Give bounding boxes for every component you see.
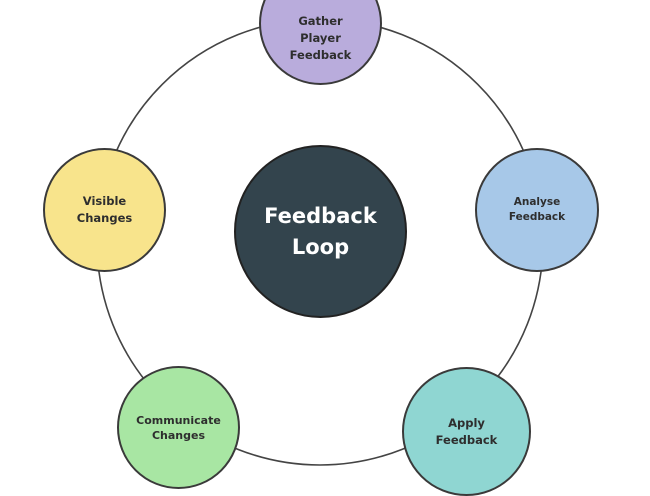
node-label: Apply Feedback [435,415,498,447]
center-node-feedback-loop: Feedback Loop [234,145,407,318]
node-communicate-changes: Communicate Changes [117,366,240,489]
node-visible-changes: Visible Changes [43,148,166,272]
node-label: Visible Changes [76,194,133,225]
node-label: Gather Player Feedback [289,14,352,62]
node-label: Analyse Feedback [508,196,566,223]
node-label: Communicate Changes [136,413,221,442]
node-apply-feedback: Apply Feedback [402,367,531,496]
center-label: Feedback Loop [264,203,377,259]
node-analyse-feedback: Analyse Feedback [475,148,599,272]
